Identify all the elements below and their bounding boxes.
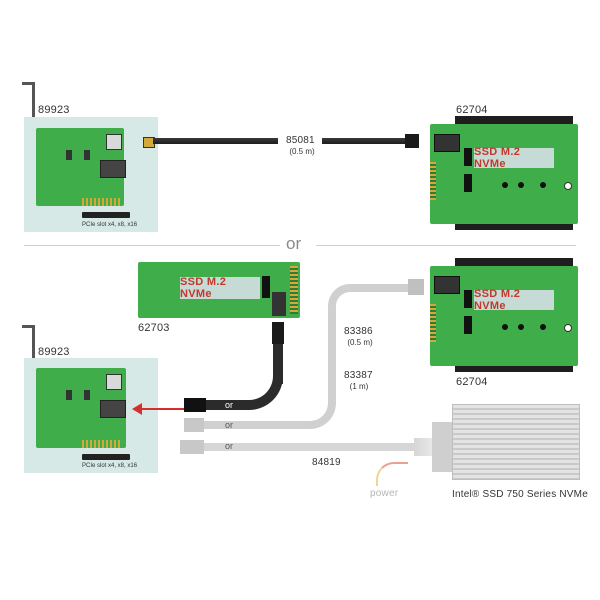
light-cable-plug	[184, 418, 204, 432]
m2-adapter-part-number: 62703	[138, 322, 170, 334]
m2-slot-upper	[464, 290, 472, 308]
bracket-tab	[22, 82, 35, 85]
drive-bay-frame-bottom	[455, 222, 573, 230]
dark-cable-plug	[184, 398, 206, 412]
cable-length: (0.5 m)	[289, 147, 315, 156]
host-card-part-number: 89923	[38, 104, 70, 116]
bay-adapter-part-number: 62704	[456, 376, 488, 388]
cable-85081	[153, 138, 278, 144]
sff-port-upper	[106, 374, 122, 390]
chip	[66, 150, 72, 160]
or-label: or	[225, 400, 234, 410]
ssd-m2-nvme-label: SSD M.2 NVMe	[180, 276, 260, 300]
chip	[66, 390, 72, 400]
light-cable-top-horizontal	[352, 284, 410, 292]
pcie-slot	[82, 454, 130, 460]
m2-slot-lower	[464, 316, 472, 334]
adapter-pcb	[430, 266, 578, 366]
light-cable-upper-curve	[328, 284, 360, 314]
pcie-slot-label: PCIe slot x4, x8, x16	[82, 463, 138, 469]
sff-port-lower	[100, 160, 126, 178]
cable-83387-length: (1 m)	[349, 382, 369, 391]
host-card-part-number: 89923	[38, 346, 70, 358]
cable-83386-part-number: 83386	[344, 326, 373, 337]
ssd-m2-nvme-label: SSD M.2 NVMe	[474, 288, 554, 312]
sata-connector	[430, 162, 436, 200]
mount-hole	[564, 182, 572, 190]
drive-bay-frame-top	[455, 116, 573, 124]
cable-85081-right	[322, 138, 410, 144]
divider-left	[24, 245, 280, 246]
power-label: power	[370, 488, 399, 499]
light-cable-lower-curve	[290, 395, 336, 429]
light-cable-vertical	[328, 312, 336, 402]
host-card-pcb	[36, 128, 126, 206]
chip	[84, 150, 90, 160]
dark-cable-vertical	[273, 344, 283, 384]
pcie-slot	[82, 212, 130, 218]
cable-part-number: 85081	[286, 135, 315, 146]
bracket-tab	[22, 325, 35, 328]
light-cable-connector	[408, 279, 424, 295]
or-label: or	[225, 441, 234, 451]
m2-slot-lower	[464, 174, 472, 192]
pcie-gold-fingers	[82, 440, 122, 448]
sff-port	[434, 134, 460, 152]
dark-cable-curve	[216, 368, 283, 410]
cable-83387-part-number: 83387	[344, 370, 373, 381]
cable-84819	[204, 443, 414, 451]
adapter-part-number: 62704	[456, 104, 488, 116]
or-label: or	[225, 420, 234, 430]
host-card-pcb	[36, 368, 126, 448]
cable-84819-fanout	[414, 438, 436, 456]
sata-connector	[290, 266, 298, 314]
u2-connector-housing	[432, 422, 452, 472]
pcie-slot-label: PCIe slot x4, x8, x16	[82, 222, 138, 228]
red-arrow-line	[140, 408, 184, 410]
divider-right	[316, 245, 576, 246]
mount-hole	[502, 324, 508, 330]
cable-connector-right	[405, 134, 419, 148]
ssd-m2-nvme-label: SSD M.2 NVMe	[474, 146, 554, 170]
cable-84819-plug	[180, 440, 204, 454]
mount-hole	[518, 182, 524, 188]
sff-port-lower	[100, 400, 126, 418]
cable-83386-length: (0.5 m)	[347, 338, 373, 347]
sff-port	[434, 276, 460, 294]
dark-cable-connector	[272, 322, 284, 344]
light-cable-horizontal	[204, 421, 294, 429]
intel-ssd-750	[452, 404, 580, 480]
drive-bay-frame-bottom	[455, 364, 573, 372]
mount-hole	[540, 324, 546, 330]
mount-hole	[502, 182, 508, 188]
red-arrow-head-icon	[132, 403, 142, 415]
mount-hole	[518, 324, 524, 330]
chip	[84, 390, 90, 400]
sff-port-upper	[106, 134, 122, 150]
sata-connector	[430, 304, 436, 342]
or-separator: or	[286, 234, 302, 253]
intel-ssd-label: Intel® SSD 750 Series NVMe	[452, 489, 588, 500]
sff-port	[272, 292, 286, 316]
cable-84819-part-number: 84819	[312, 457, 341, 468]
adapter-pcb	[430, 124, 578, 224]
mount-hole	[564, 324, 572, 332]
pcie-gold-fingers	[82, 198, 122, 206]
m2-slot-upper	[464, 148, 472, 166]
dark-cable-horizontal	[204, 400, 224, 410]
mount-hole	[540, 182, 546, 188]
drive-bay-frame-top	[455, 258, 573, 266]
m2-slot	[262, 276, 270, 298]
power-wires	[376, 462, 408, 486]
